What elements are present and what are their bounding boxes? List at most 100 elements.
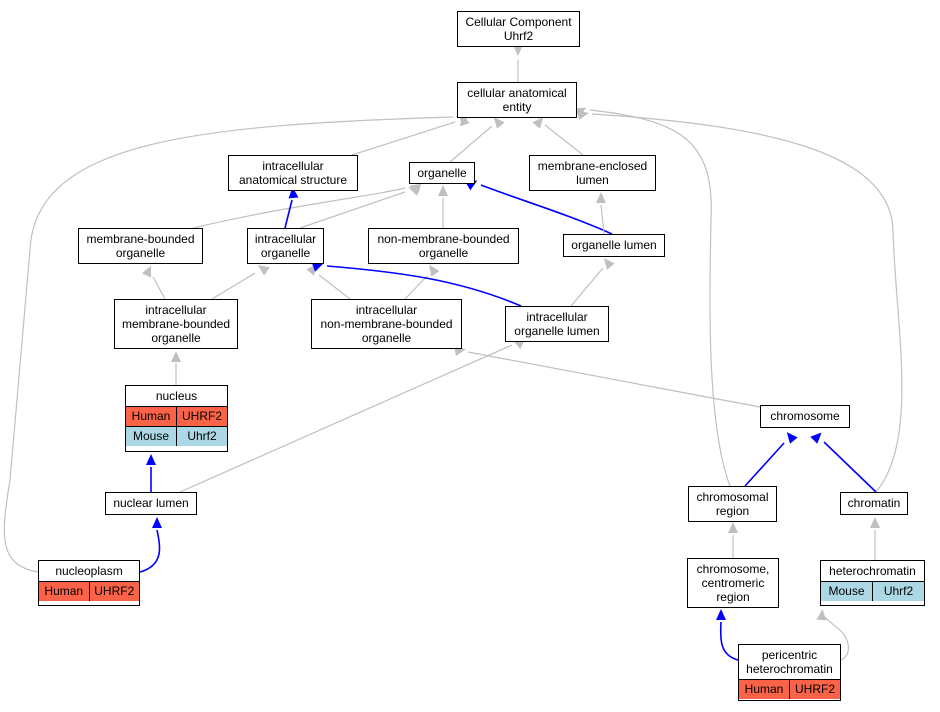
arrowhead-inmbo-to-nmbo xyxy=(429,264,440,277)
arrowhead-nuclumen-to-iol xyxy=(512,339,525,350)
node-nuclear-lumen[interactable]: nuclear lumen xyxy=(105,492,197,515)
annotation-row-mouse: Mouse Uhrf2 xyxy=(126,426,227,446)
node-label: intracellular membrane-bounded organelle xyxy=(121,303,231,345)
annotation-row-human: Human UHRF2 xyxy=(39,582,139,601)
node-label: chromosome xyxy=(770,409,840,423)
arrowhead-imbo-to-io xyxy=(257,265,270,276)
arrowhead-ol-to-mel xyxy=(596,192,606,203)
node-label: intracellular organelle lumen xyxy=(514,310,600,338)
edge-part-of-chromatin-to-chromosome xyxy=(823,441,877,493)
node-label: membrane-bounded organelle xyxy=(86,232,195,260)
gene-cell: Uhrf2 xyxy=(176,427,227,446)
node-organelle[interactable]: organelle xyxy=(409,162,475,184)
node-label: chromosomal region xyxy=(696,490,769,518)
edge-is-a-chromosome-to-inmbo xyxy=(467,351,761,408)
arrowhead-nmbo-to-organelle xyxy=(438,185,448,196)
edge-is-a-inmbo-to-nmbo xyxy=(404,275,428,300)
arrowhead-heterochromatin-to-chromatin xyxy=(870,517,880,528)
arrowhead-chromatin-to-chromosome xyxy=(810,432,822,444)
node-label: cellular anatomical entity xyxy=(467,86,567,114)
node-label: nucleoplasm xyxy=(39,561,139,582)
arrowhead-imbo-to-mbo xyxy=(141,265,152,278)
node-label: Cellular Component Uhrf2 xyxy=(465,15,572,43)
edge-is-a-mbo-to-organelle xyxy=(192,187,406,229)
edge-is-a-imbo-to-mbo xyxy=(152,276,166,300)
node-label: membrane-enclosed lumen xyxy=(537,159,648,187)
gene-cell: UHRF2 xyxy=(176,407,227,426)
node-chromosomal-region[interactable]: chromosomal region xyxy=(688,486,777,522)
species-cell: Human xyxy=(44,584,84,598)
species-cell: Human xyxy=(131,409,171,423)
arrowhead-nucleus-to-imbo xyxy=(171,351,181,362)
node-membrane-enclosed-lumen[interactable]: membrane-enclosed lumen xyxy=(529,155,656,191)
node-heterochromatin[interactable]: heterochromatin Mouse Uhrf2 xyxy=(820,560,925,606)
node-membrane-bounded-organelle[interactable]: membrane-bounded organelle xyxy=(78,228,203,264)
node-label: intracellular anatomical structure xyxy=(238,159,348,187)
arrowhead-centromeric-to-chromreg xyxy=(728,522,738,533)
arrowhead-chromreg-to-chromosome xyxy=(786,432,798,444)
node-intracellular-anatomical-structure[interactable]: intracellular anatomical structure xyxy=(228,155,358,191)
gene-cell: UHRF2 xyxy=(88,582,140,601)
edge-is-a-mel-to-cae xyxy=(544,124,584,156)
node-label: chromosome, centromeric region xyxy=(696,562,770,604)
node-organelle-lumen[interactable]: organelle lumen xyxy=(563,234,665,257)
node-cellular-component-root[interactable]: Cellular Component Uhrf2 xyxy=(457,11,580,47)
node-chromosome[interactable]: chromosome xyxy=(760,405,850,428)
node-label: intracellular organelle xyxy=(254,232,317,260)
arrowhead-organelle-to-cae xyxy=(493,117,505,129)
edge-is-a-io-to-organelle xyxy=(299,191,406,229)
node-label: pericentric heterochromatin xyxy=(739,645,840,680)
edge-is-a-ias-to-cae xyxy=(351,121,456,156)
edge-part-of-chromreg-to-chromosome xyxy=(744,442,785,487)
edge-part-of-pericentric-to-centromeric xyxy=(719,621,739,661)
node-label: organelle xyxy=(417,166,467,180)
node-label: intracellular non-membrane-bounded organ… xyxy=(320,303,453,345)
arrowhead-pericentric-to-heterochromatin xyxy=(816,609,827,621)
node-label: chromatin xyxy=(847,496,901,510)
node-cellular-anatomical-entity[interactable]: cellular anatomical entity xyxy=(457,82,577,118)
arrowhead-io-to-ias xyxy=(288,187,299,199)
node-chromatin[interactable]: chromatin xyxy=(840,492,908,515)
annotation-row-mouse: Mouse Uhrf2 xyxy=(821,582,924,601)
arrowhead-nuclumen-to-nucleus xyxy=(146,454,156,465)
arrowhead-cae-to-root xyxy=(513,45,523,56)
node-label: organelle lumen xyxy=(571,238,657,252)
node-pericentric-heterochromatin[interactable]: pericentric heterochromatin Human UHRF2 xyxy=(738,644,841,701)
species-cell: Mouse xyxy=(828,584,865,598)
edge-is-a-iol-to-ol xyxy=(570,267,604,307)
arrowhead-iol-to-ol xyxy=(603,258,615,270)
edge-is-a-organelle-to-cae xyxy=(449,125,493,163)
edge-is-a-chromatin-to-cae xyxy=(591,113,903,493)
node-intracellular-organelle-lumen[interactable]: intracellular organelle lumen xyxy=(505,306,609,342)
edge-part-of-nucleoplasm-to-nuclumen xyxy=(139,529,161,573)
edge-is-a-ol-to-mel xyxy=(600,204,605,235)
node-nucleus[interactable]: nucleus Human UHRF2 Mouse Uhrf2 xyxy=(125,385,228,452)
node-label: heterochromatin xyxy=(821,561,924,582)
edge-is-a-imbo-to-io xyxy=(211,272,256,300)
edge-is-a-inmbo-to-io xyxy=(318,274,351,300)
node-intracellular-organelle[interactable]: intracellular organelle xyxy=(247,228,324,264)
arrowhead-iol-to-io xyxy=(311,262,324,272)
annotation-row-human: Human UHRF2 xyxy=(739,680,840,699)
node-label: nucleus xyxy=(126,386,227,407)
node-non-membrane-bounded-organelle[interactable]: non-membrane-bounded organelle xyxy=(368,228,519,264)
node-nucleoplasm[interactable]: nucleoplasm Human UHRF2 xyxy=(38,560,140,606)
arrowhead-mel-to-cae xyxy=(532,117,544,129)
annotation-row-human: Human UHRF2 xyxy=(126,407,227,426)
edge-is-a-nuclumen-to-iol xyxy=(179,344,513,493)
edge-is-a-chromreg-to-cae xyxy=(589,109,731,487)
species-cell: Human xyxy=(744,682,784,696)
node-chromosome-centromeric-region[interactable]: chromosome, centromeric region xyxy=(687,558,779,608)
arrowhead-pericentric-to-centromeric xyxy=(716,609,726,620)
node-intracellular-non-membrane-bounded-organelle[interactable]: intracellular non-membrane-bounded organ… xyxy=(311,299,462,349)
arrowhead-nucleoplasm-to-nuclumen xyxy=(152,517,162,528)
gene-cell: UHRF2 xyxy=(789,680,840,699)
edge-part-of-ol-to-organelle xyxy=(480,184,613,235)
species-cell: Mouse xyxy=(132,429,170,443)
arrowhead-chromatin-to-cae xyxy=(577,110,589,120)
edge-part-of-iol-to-io xyxy=(326,265,522,307)
edge-is-a-nucleoplasm-to-cae xyxy=(3,116,454,573)
node-intracellular-membrane-bounded-organelle[interactable]: intracellular membrane-bounded organelle xyxy=(114,299,238,349)
arrowhead-io-to-organelle xyxy=(408,186,421,196)
